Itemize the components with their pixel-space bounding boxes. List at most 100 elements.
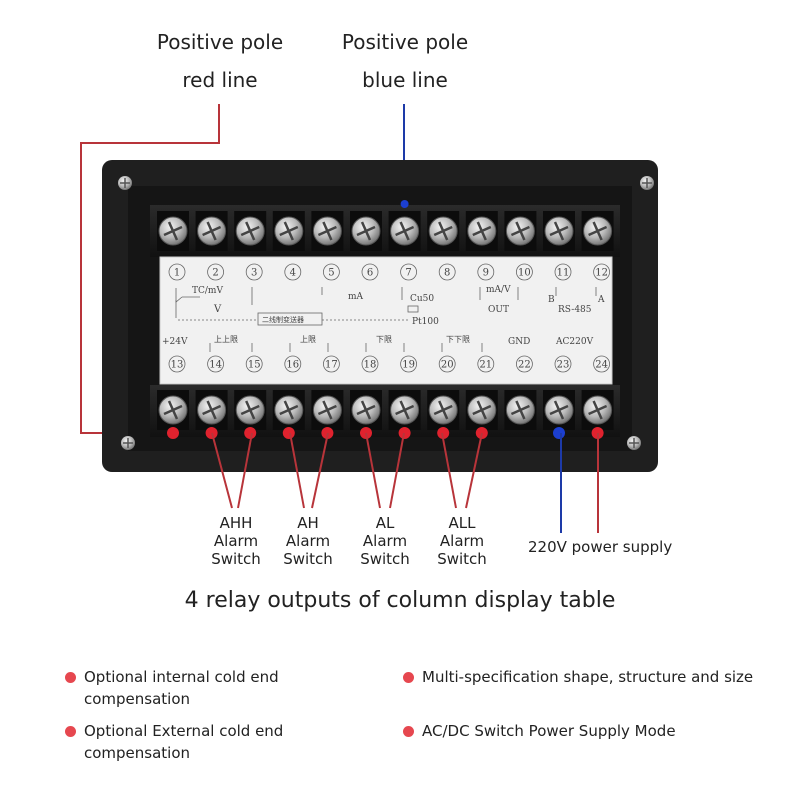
bottom-terminal-screw-10 <box>504 390 537 430</box>
top-terminal-number-2: 2 <box>207 263 225 281</box>
bottom-terminal-number-22: 22 <box>516 355 533 373</box>
feature-bullet-3 <box>65 726 76 737</box>
relay-ah-name: AH <box>297 514 319 532</box>
wire-dot-19 <box>398 427 411 439</box>
relay-ah-switch: Switch <box>283 550 333 568</box>
b-label: B <box>548 295 555 305</box>
upper-upper-label: 上上限 <box>214 335 238 344</box>
bottom-terminal-number-13: 13 <box>168 355 186 373</box>
wire-dot-16 <box>282 427 295 439</box>
svg-text:8: 8 <box>444 268 450 279</box>
a-label: A <box>597 295 605 305</box>
feature-2: Multi-specification shape, structure and… <box>422 666 753 688</box>
top-terminal-number-4: 4 <box>284 263 302 281</box>
feature-1-line1: Optional internal cold end <box>84 668 279 686</box>
ac220v-label: AC220V <box>555 337 594 347</box>
top-terminal-number-5: 5 <box>322 263 340 281</box>
bottom-terminal-number-23: 23 <box>554 355 572 373</box>
top-terminal-screw-11 <box>543 211 575 251</box>
feature-bullet-1 <box>65 672 76 683</box>
schematic-lines <box>175 287 597 352</box>
top-terminal-number-3: 3 <box>245 263 263 281</box>
svg-text:4: 4 <box>290 268 296 279</box>
relay-ahh-name: AHH <box>219 514 253 532</box>
relay-all-name: ALL <box>448 514 476 532</box>
bottom-terminal-screw-8 <box>427 390 460 430</box>
bottom-terminal-number-21: 21 <box>477 355 495 373</box>
feature-4-line1: AC/DC Switch Power Supply Mode <box>422 722 676 740</box>
svg-text:17: 17 <box>325 360 338 371</box>
lower-label: 下限 <box>376 335 392 344</box>
bottom-terminal-screw-11 <box>543 390 575 430</box>
bottom-terminal-screw-7 <box>388 390 421 430</box>
top-terminal-screw-3 <box>234 211 267 251</box>
relay-label-all: ALL Alarm Switch <box>417 514 507 568</box>
bottom-terminal-number-19: 19 <box>400 355 418 373</box>
svg-text:14: 14 <box>209 360 222 371</box>
svg-text:11: 11 <box>557 268 570 279</box>
svg-text:7: 7 <box>405 268 411 279</box>
diagram-title: 4 relay outputs of column display table <box>184 588 616 613</box>
relay-ah-alarm: Alarm <box>285 532 331 550</box>
svg-text:10: 10 <box>518 268 531 279</box>
bottom-terminal-number-17: 17 <box>322 355 340 373</box>
pt100-label: Pt100 <box>412 317 439 327</box>
red-pole-label: Positive pole red line <box>120 30 320 92</box>
top-terminal-screw-2 <box>195 211 228 251</box>
out-label: OUT <box>488 305 509 315</box>
svg-text:5: 5 <box>328 268 334 279</box>
mount-screw-br <box>627 436 641 450</box>
bottom-terminal-number-14: 14 <box>207 355 225 373</box>
terminal-label-plate <box>159 256 613 385</box>
blue-pole-line1: Positive pole <box>341 30 469 54</box>
svg-text:9: 9 <box>483 268 489 279</box>
gnd-label: GND <box>508 337 530 347</box>
top-terminal-screw-1 <box>157 211 189 251</box>
mount-screw-tr <box>640 176 654 190</box>
relay-all-alarm: Alarm <box>439 532 485 550</box>
upper-label: 上限 <box>300 335 316 344</box>
svg-text:16: 16 <box>286 360 299 371</box>
relay-al-switch: Switch <box>360 550 410 568</box>
v-label: V <box>213 304 222 315</box>
bottom-terminal-screw-5 <box>311 390 344 430</box>
transmitter-box <box>257 312 323 326</box>
feature-3-line1: Optional External cold end <box>84 722 284 740</box>
top-terminal-number-9: 9 <box>477 263 495 281</box>
bottom-terminal-number-24: 24 <box>593 355 610 373</box>
svg-text:23: 23 <box>557 360 570 371</box>
ma-v-label: mA/V <box>486 285 511 295</box>
relay-wires <box>211 432 599 533</box>
relay-ahh-switch: Switch <box>211 550 261 568</box>
top-terminal-number-8: 8 <box>438 263 456 281</box>
feature-4: AC/DC Switch Power Supply Mode <box>422 720 676 742</box>
tc-mv-label: TC/mV <box>192 286 223 296</box>
top-terminal-screw-5 <box>311 211 344 251</box>
lower-lower-label: 下下限 <box>446 335 470 344</box>
bottom-terminal-screw-9 <box>465 390 498 430</box>
svg-text:13: 13 <box>171 360 184 371</box>
wire-dot-20 <box>437 427 450 439</box>
relay-al-alarm: Alarm <box>362 532 408 550</box>
feature-2-line1: Multi-specification shape, structure and… <box>422 668 754 686</box>
terminal-block-top <box>150 205 620 257</box>
wire-dot-14 <box>205 427 218 439</box>
top-terminal-number-11: 11 <box>554 263 572 281</box>
bottom-terminal-screw-12 <box>581 390 614 430</box>
bottom-terminal-screw-1 <box>157 390 189 430</box>
wire-dot-13 <box>167 427 179 439</box>
feature-bullet-4 <box>403 726 414 737</box>
svg-text:6: 6 <box>367 268 373 279</box>
bottom-terminal-number-15: 15 <box>245 355 263 373</box>
cu50-label: Cu50 <box>410 294 434 304</box>
relay-al-name: AL <box>375 514 395 532</box>
bottom-terminal-number-18: 18 <box>361 355 379 373</box>
svg-text:21: 21 <box>479 360 492 371</box>
mount-screw-tl <box>118 176 132 190</box>
red-pole-line1: Positive pole <box>156 30 284 54</box>
feature-3: Optional External cold end compensation <box>84 720 283 764</box>
bottom-terminal-screw-2 <box>195 390 228 430</box>
svg-text:19: 19 <box>402 360 415 371</box>
relay-ahh-alarm: Alarm <box>213 532 259 550</box>
